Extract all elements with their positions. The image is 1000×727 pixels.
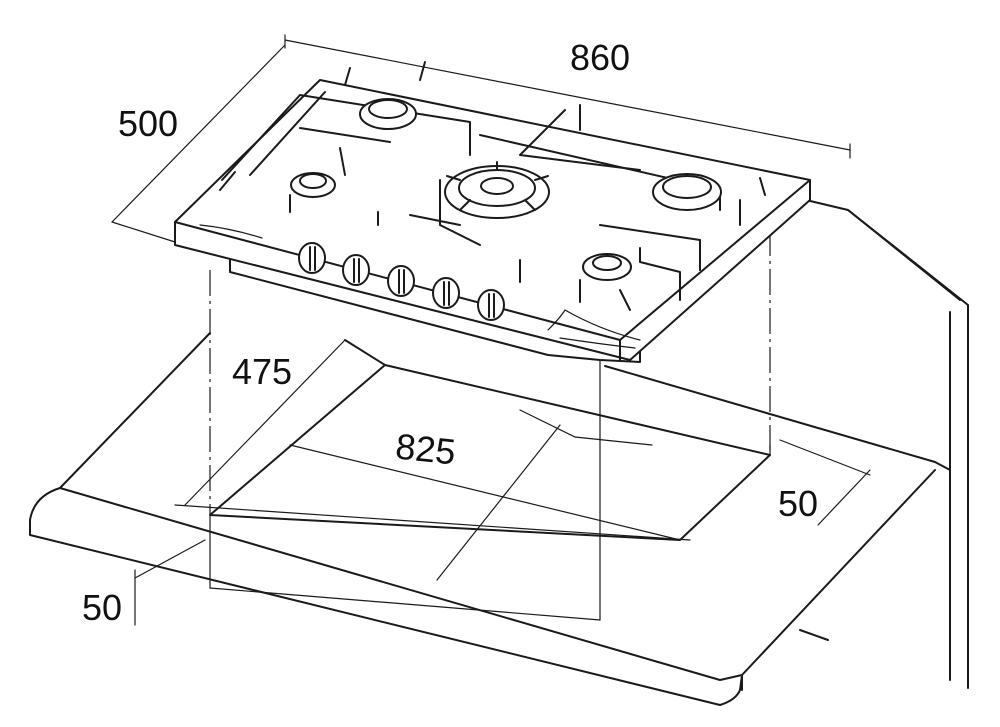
burner-front-left xyxy=(290,172,336,198)
worktop xyxy=(29,332,951,706)
burner-wok-center xyxy=(444,161,550,219)
control-knobs xyxy=(298,242,505,321)
burner-front-right xyxy=(582,253,632,281)
dimension-50-front: 50 xyxy=(82,587,122,628)
cutout-volume xyxy=(209,364,771,621)
knob-1 xyxy=(298,242,326,274)
knob-4 xyxy=(432,277,460,309)
dimension-825: 825 xyxy=(394,425,458,472)
dimension-475: 475 xyxy=(232,351,292,392)
dimension-860: 860 xyxy=(570,37,630,78)
dimension-500: 500 xyxy=(118,103,178,144)
burner-rear-left xyxy=(359,98,417,130)
burner-rear-right xyxy=(652,173,722,211)
gas-hob xyxy=(174,61,811,363)
worktop-cutout xyxy=(209,339,771,581)
dimension-50-right: 50 xyxy=(778,483,818,524)
side-panel xyxy=(805,199,969,689)
knob-2 xyxy=(342,254,370,286)
knob-5 xyxy=(477,289,505,321)
knob-3 xyxy=(387,265,415,297)
dimension-lines xyxy=(111,34,871,626)
